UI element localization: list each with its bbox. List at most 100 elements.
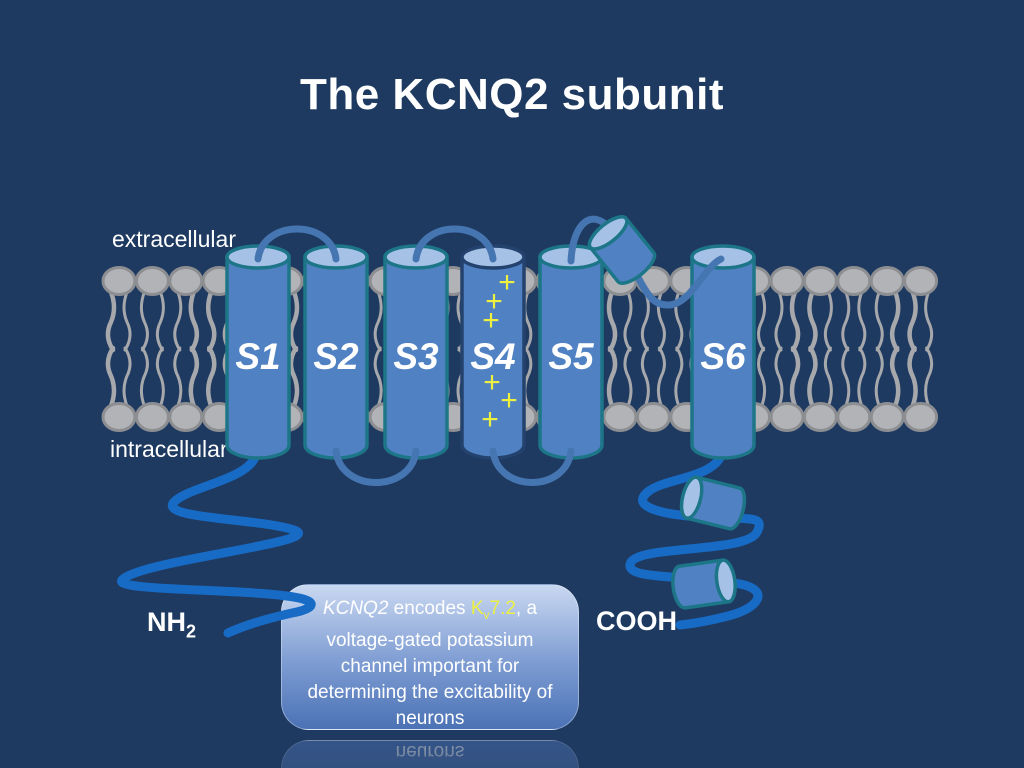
- lipid-tail: [741, 290, 751, 352]
- lipid-head: [802, 266, 838, 296]
- segment-s5-cylinder: S5: [538, 244, 604, 460]
- lipid-tail: [689, 289, 701, 353]
- lipid-tail: [924, 290, 934, 352]
- lipid-tail: [489, 345, 500, 409]
- lipid-tail: [306, 289, 317, 353]
- c-terminus-line: [625, 448, 764, 630]
- plus-charge: +: [482, 304, 500, 337]
- lipid-tail: [340, 290, 350, 352]
- segment-s4-label: S4: [470, 336, 515, 377]
- lipid-head: [569, 402, 605, 432]
- plus-charge: +: [485, 285, 503, 318]
- caption-text: KCNQ2 encodes Kv7.2, a voltage-gated pot…: [282, 585, 578, 732]
- lipid-head: [335, 266, 371, 296]
- n-terminus-label: NH2: [147, 607, 197, 642]
- caption-reflection-text: KCNQ2 encodes Kv7.2, a voltage-gated pot…: [307, 741, 552, 768]
- lipid-head: [702, 402, 738, 432]
- lipid-head: [769, 266, 805, 296]
- lipid-tail: [857, 346, 867, 408]
- lipid-head: [535, 402, 571, 432]
- lipid-head: [869, 402, 905, 432]
- lipid-tail: [188, 345, 200, 409]
- lipid-tail: [589, 289, 600, 353]
- lipid-tail: [656, 290, 666, 352]
- lipid-head: [802, 402, 838, 432]
- lipid-tail: [306, 345, 317, 409]
- lipid-tail: [322, 346, 332, 408]
- caption-fragment: , a voltage-gated potassium channel impo…: [307, 598, 553, 729]
- lipid-tail: [105, 289, 117, 353]
- lipid-head: [602, 402, 638, 432]
- lipid-tail: [907, 289, 918, 353]
- lipid-tail: [623, 290, 633, 352]
- lipid-tail: [674, 290, 684, 352]
- lipid-tail: [373, 346, 383, 408]
- lipid-tail: [924, 346, 934, 408]
- pore-helix-cylinder: [587, 215, 657, 285]
- segment-s3-label: S3: [393, 336, 439, 377]
- loop-s3-s4: [412, 225, 497, 263]
- lipid-tail: [406, 289, 417, 353]
- lipid-tail: [356, 290, 366, 352]
- lipid-tail: [423, 346, 433, 408]
- lipid-tail: [256, 346, 266, 408]
- plus-charge: +: [500, 384, 518, 417]
- lipid-head: [569, 266, 605, 296]
- lipid-tail: [139, 290, 149, 352]
- lipid-head: [101, 266, 137, 296]
- lipid-tail: [155, 346, 165, 408]
- plus-charge: +: [481, 403, 499, 436]
- lipid-tail: [774, 346, 784, 408]
- lipid-head: [402, 402, 438, 432]
- lipid-tail: [205, 289, 217, 353]
- c-terminus-label: COOH: [596, 606, 677, 636]
- lipid-tail: [723, 346, 733, 408]
- lipid-tail: [889, 289, 901, 353]
- lipid-tail: [456, 346, 466, 408]
- lipid-head: [468, 266, 504, 296]
- lipid-tail: [807, 345, 818, 409]
- plus-charge: +: [498, 266, 516, 299]
- segment-s2-cylinder: S2: [303, 244, 369, 460]
- lipid-head: [669, 266, 705, 296]
- s4-gating-charges: + + + + + +: [481, 266, 518, 436]
- lipid-tail: [841, 346, 851, 408]
- lipid-head: [201, 266, 237, 296]
- lipid-head: [869, 266, 905, 296]
- lipid-head: [468, 402, 504, 432]
- lipid-tail: [256, 290, 266, 352]
- lipid-tail: [640, 290, 650, 352]
- lipid-head: [235, 402, 271, 432]
- lipid-tail: [473, 290, 483, 352]
- lipid-tail: [340, 346, 350, 408]
- lipid-tail: [823, 290, 833, 352]
- lipid-head: [435, 266, 471, 296]
- lipid-head: [134, 402, 170, 432]
- lipid-tail: [889, 345, 901, 409]
- caption-box: KCNQ2 encodes Kv7.2, a voltage-gated pot…: [281, 584, 579, 730]
- lipid-tail: [623, 346, 633, 408]
- lipid-tails: [105, 289, 934, 409]
- lipid-tail: [240, 346, 250, 408]
- lipid-tail: [440, 290, 450, 352]
- lipid-tail: [222, 346, 232, 408]
- lipid-heads: [101, 266, 939, 432]
- lipid-tail: [574, 290, 584, 352]
- lipid-head: [235, 266, 271, 296]
- lipid-tail: [841, 290, 851, 352]
- segment-s2-label: S2: [313, 336, 359, 377]
- lipid-head: [435, 402, 471, 432]
- loop-s5-pore-s6: [567, 215, 725, 309]
- lipid-tail: [506, 289, 518, 353]
- lipid-tail: [406, 345, 417, 409]
- caption-box-reflection: KCNQ2 encodes Kv7.2, a voltage-gated pot…: [281, 740, 579, 768]
- lipid-head: [669, 402, 705, 432]
- segment-s5-label: S5: [548, 336, 595, 377]
- lipid-tail: [723, 290, 733, 352]
- lipid-head: [903, 402, 939, 432]
- lipid-tail: [589, 345, 600, 409]
- lipid-head: [368, 402, 404, 432]
- lipid-tail: [122, 346, 132, 408]
- lipid-head: [301, 266, 337, 296]
